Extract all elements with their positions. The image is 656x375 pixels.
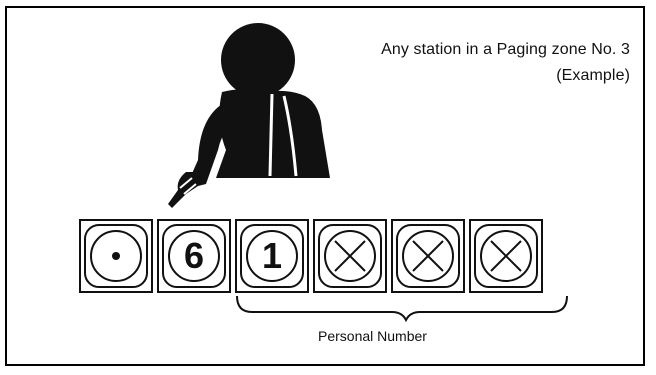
key-5 [392, 220, 464, 292]
x-key-icon [491, 241, 521, 271]
digit-6-key-icon: 6 [184, 235, 204, 276]
key-6 [470, 220, 542, 292]
key-1 [80, 220, 152, 292]
person-pressing-key-icon [168, 23, 330, 208]
personal-number-label: Personal Number [318, 328, 427, 344]
caption: Any station in a Paging zone No. 3 (Exam… [381, 37, 630, 89]
caption-line-1: Any station in a Paging zone No. 3 [381, 37, 630, 63]
key-3: 1 [236, 220, 308, 292]
key-digit: 1 [262, 235, 282, 276]
digit-1-key-icon: 1 [262, 235, 282, 276]
personal-number-brace [237, 296, 567, 320]
key-digit: 6 [184, 235, 204, 276]
key-2: 6 [158, 220, 230, 292]
x-key-icon [335, 241, 365, 271]
key-4 [314, 220, 386, 292]
x-key-icon [413, 241, 443, 271]
dot-key-icon [112, 252, 120, 260]
caption-line-2: (Example) [381, 63, 630, 89]
